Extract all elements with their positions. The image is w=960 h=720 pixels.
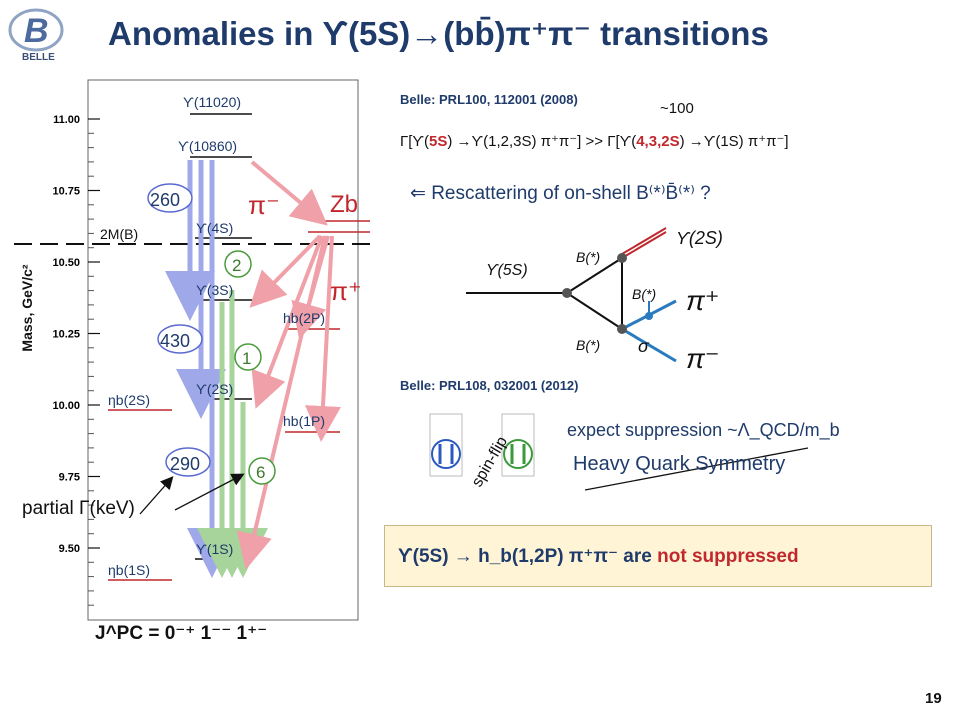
- label-y3s: ϒ(3S): [196, 282, 233, 298]
- feyn-b1: B(*): [576, 249, 600, 265]
- feyn-b3: B(*): [576, 337, 600, 353]
- formula-left: Γ[ϒ(: [400, 133, 430, 150]
- formula-left-red: 5S: [429, 133, 448, 150]
- feyn-sigma: σ: [638, 336, 650, 356]
- formula-middle: ) →ϒ(1,2,3S) π⁺π⁻] >> Γ[ϒ(: [447, 133, 637, 150]
- partial-width-label: partial Γ(keV): [22, 498, 135, 519]
- partial-arrow-2: [174, 473, 245, 511]
- feyn-out: ϒ(2S): [676, 228, 723, 248]
- width-430: 430: [160, 331, 190, 351]
- y-tick-label: 10.00: [52, 400, 80, 412]
- label-etab1s: ηb(1S): [108, 562, 150, 578]
- label-y11020: ϒ(11020): [183, 94, 241, 110]
- label-hb1p: hb(1P): [283, 413, 325, 429]
- width-6: 6: [256, 463, 265, 482]
- y-tick-label: 9.50: [59, 543, 80, 555]
- y-tick-label: 9.75: [59, 472, 80, 484]
- partial-arrow-1: [139, 476, 174, 515]
- formula-right: ) →ϒ(1S) π⁺π⁻]: [679, 133, 789, 150]
- label-piplus: π⁺: [330, 276, 362, 306]
- arrow-to-zb: [250, 160, 328, 226]
- svg-text:BELLE: BELLE: [22, 52, 55, 63]
- jpc-label: J^PC = 0⁻⁺ 1⁻⁻ 1⁺⁻: [95, 623, 268, 644]
- pink-arrows: [236, 234, 341, 570]
- heavy-quark-symmetry-text: Heavy Quark Symmetry: [573, 453, 786, 475]
- label-threshold: 2M(B): [100, 226, 138, 242]
- y-tick-label: 10.75: [52, 186, 80, 198]
- hqs-strike: [584, 447, 809, 491]
- reference-2008: Belle: PRL100, 112001 (2008): [400, 92, 578, 107]
- width-1: 1: [242, 349, 251, 368]
- feyn-in: ϒ(5S): [486, 262, 528, 279]
- belle-logo: B BELLE: [8, 8, 64, 63]
- width-290: 290: [170, 454, 200, 474]
- formula-right-red: 4,3,2S: [636, 133, 680, 150]
- page-number: 19: [925, 690, 942, 707]
- label-y1s: ϒ(1S): [196, 541, 233, 557]
- y-tick-label: 11.00: [53, 114, 80, 126]
- label-etab2s: ηb(2S): [108, 392, 150, 408]
- width-260: 260: [150, 190, 180, 210]
- conclusion-lead: ϒ(5S) → h_b(1,2P) π⁺π⁻ are: [398, 546, 658, 567]
- y-axis-ticks: 11.00 10.75 10.50 10.25 10.00 9.75 9.50: [52, 114, 100, 606]
- y-axis-label: Mass, GeV/c²: [19, 264, 35, 352]
- spin-icon-parallel: [429, 413, 463, 477]
- label-hb2p: hb(2P): [283, 310, 325, 326]
- conclusion-red: not suppressed: [657, 546, 799, 567]
- expect-suppression-text: expect suppression ~Λ_QCD/m_b: [567, 420, 840, 440]
- green-arrows: [197, 290, 268, 578]
- label-piminus: π⁻: [248, 190, 280, 220]
- page-title: Anomalies in ϒ(5S)→(bb̄)π⁺π⁻ transitions: [108, 15, 769, 52]
- width-ratio-formula: Γ[ϒ(5S) →ϒ(1,2,3S) π⁺π⁻] >> Γ[ϒ(4,3,2S) …: [400, 132, 789, 150]
- reference-2012: Belle: PRL108, 032001 (2012): [400, 378, 579, 393]
- axis-frame: [87, 79, 359, 621]
- conclusion-box: [384, 525, 932, 587]
- label-zb: Zb: [330, 191, 358, 218]
- label-y10860: ϒ(10860): [178, 138, 237, 154]
- feyn-piplus: π⁺: [686, 285, 720, 316]
- y-tick-label: 10.25: [52, 329, 80, 341]
- spin-icon-antiparallel: [501, 413, 535, 477]
- svg-text:B: B: [24, 12, 49, 50]
- rescattering-text: ⇐ Rescattering of on-shell B⁽*⁾B̄⁽*⁾ ?: [410, 183, 711, 204]
- width-circles-green: [224, 250, 276, 485]
- label-y2s: ϒ(2S): [196, 381, 233, 397]
- width-circles-blue: [147, 183, 211, 477]
- feynman-diagram: [466, 227, 677, 363]
- approx-factor: ~100: [660, 100, 694, 117]
- blue-arrows: [165, 160, 237, 578]
- feyn-b2: B(*): [632, 286, 656, 302]
- width-2: 2: [232, 256, 241, 275]
- conclusion-text: ϒ(5S) → h_b(1,2P) π⁺π⁻ are not suppresse…: [398, 545, 799, 568]
- label-y4s: ϒ(4S): [196, 220, 233, 236]
- y-tick-label: 10.50: [52, 257, 80, 269]
- feyn-piminus: π⁻: [686, 343, 720, 374]
